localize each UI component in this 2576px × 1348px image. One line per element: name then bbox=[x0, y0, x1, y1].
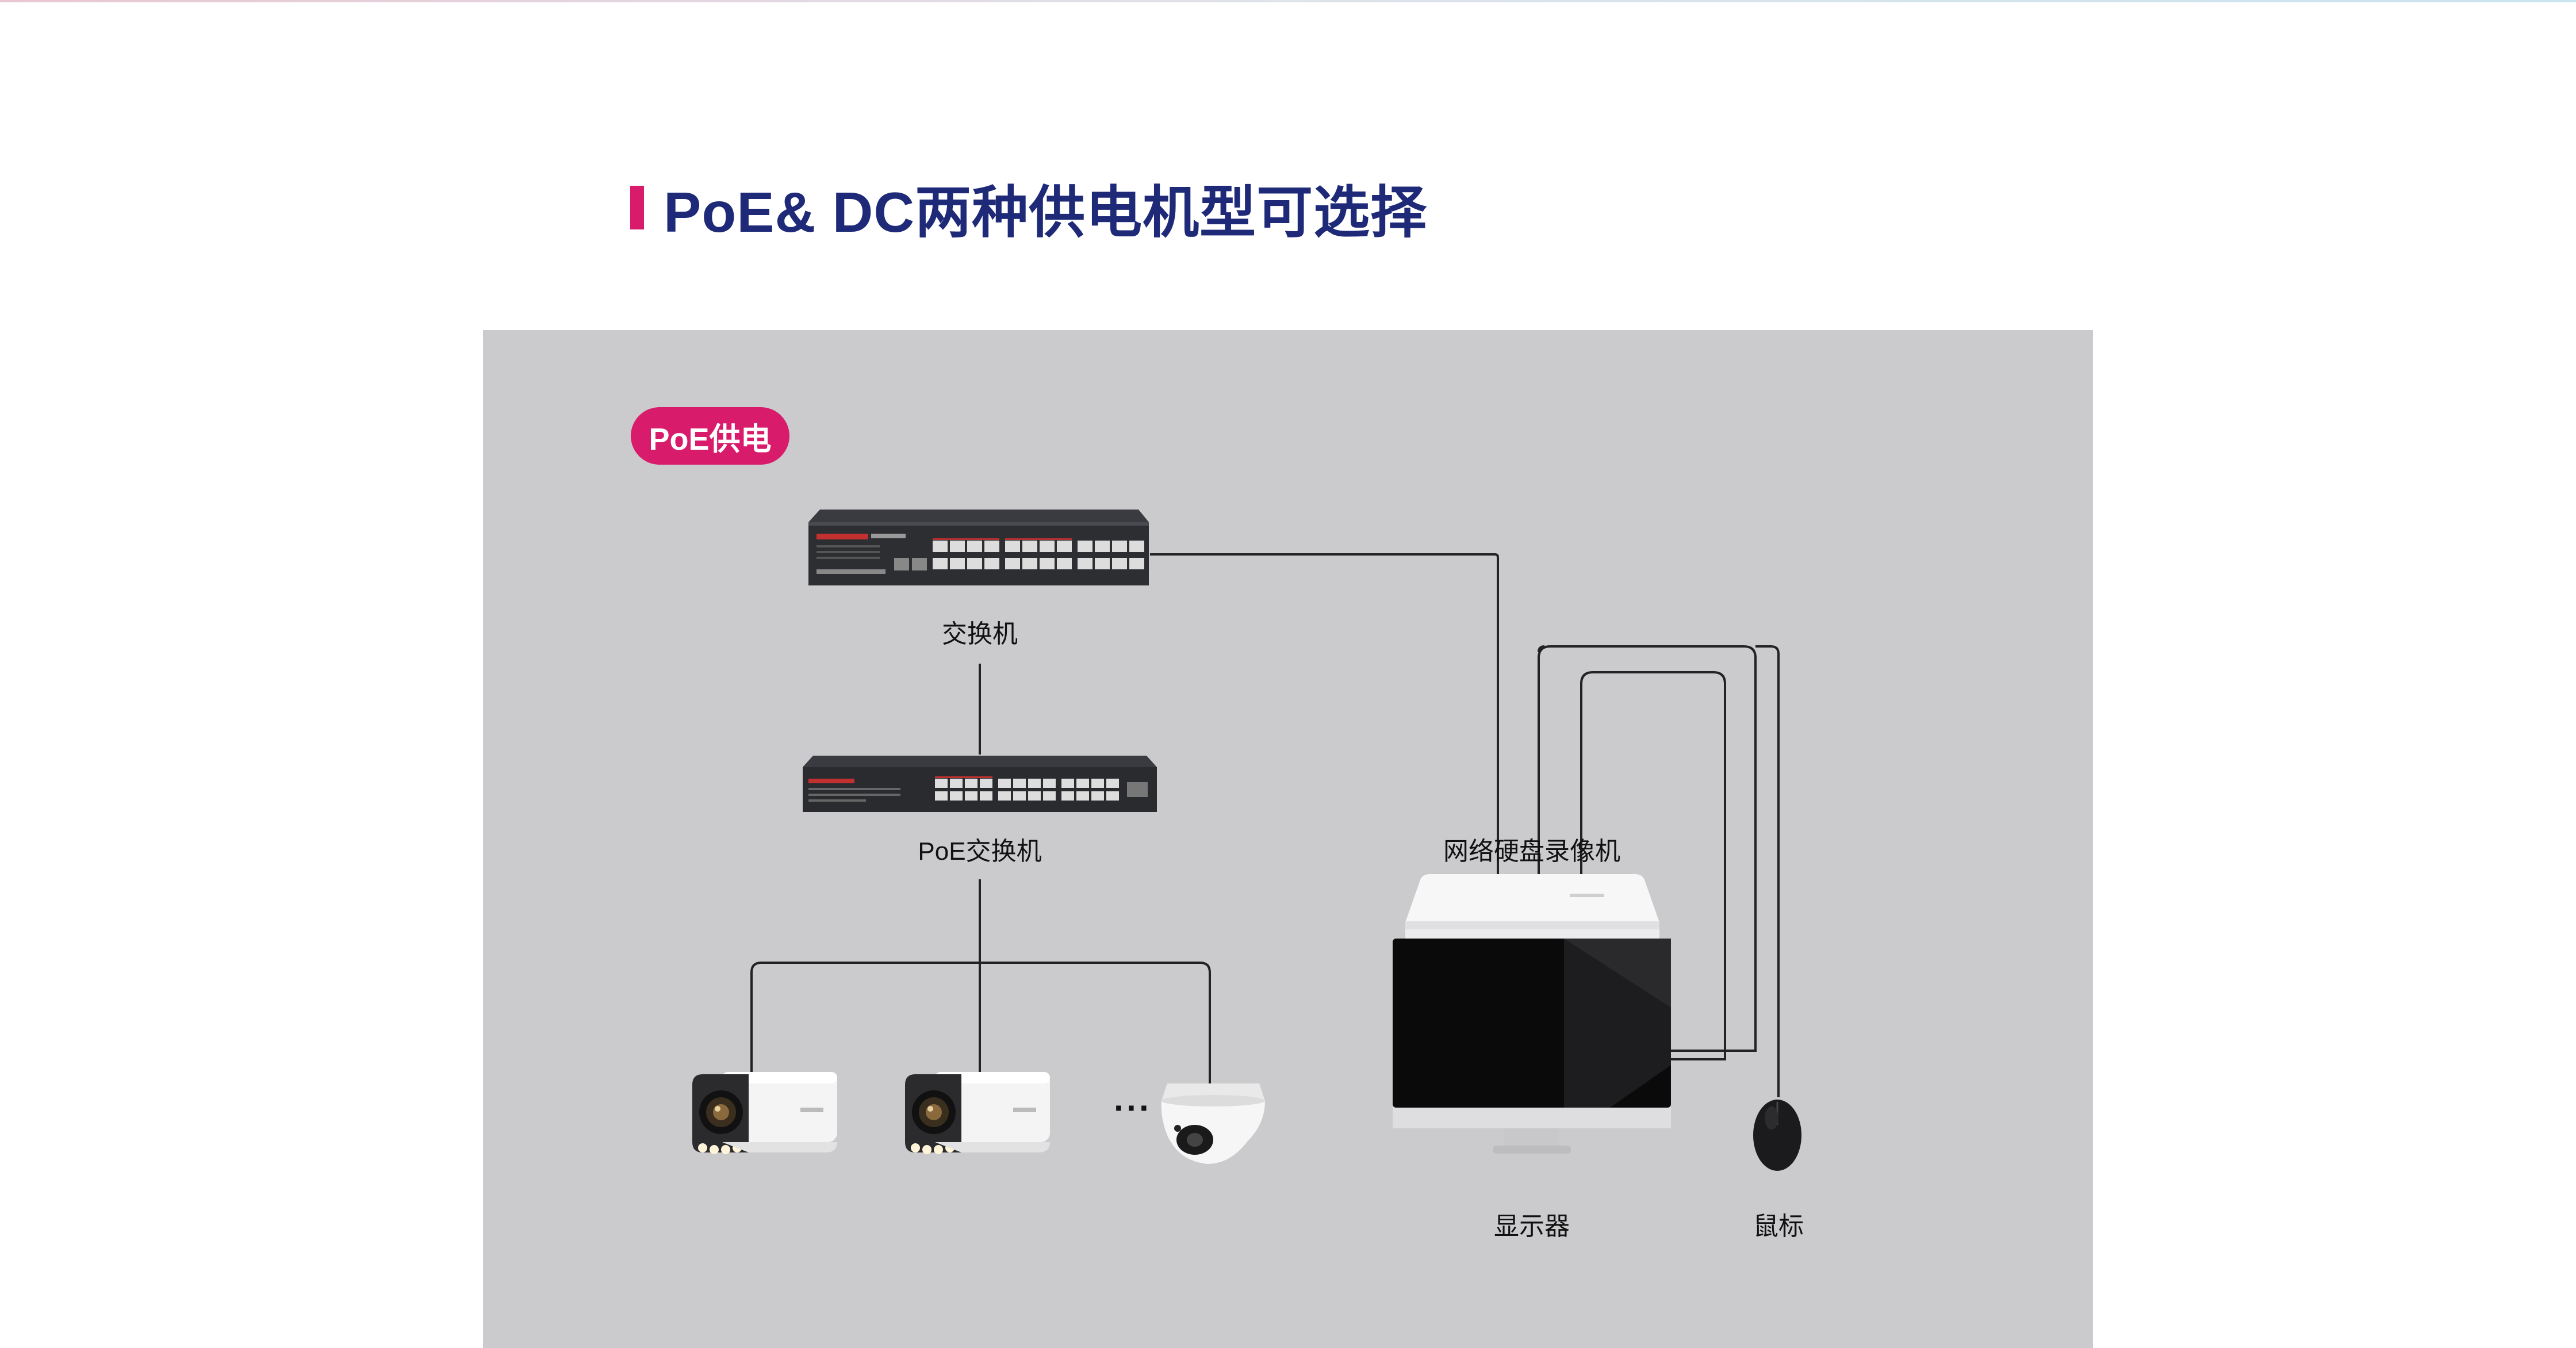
wire-nvr-monitor-b bbox=[1580, 671, 1726, 1060]
section-heading: PoE& DC两种供电机型可选择 bbox=[630, 170, 1427, 245]
topology-diagram: PoE供电 交换机 bbox=[483, 330, 2093, 1348]
monitor-label: 显示器 bbox=[1494, 1212, 1570, 1240]
poe-power-badge: PoE供电 bbox=[631, 407, 789, 465]
top-divider bbox=[0, 0, 2576, 2]
mouse-label: 鼠标 bbox=[1753, 1212, 1804, 1240]
page-title: PoE& DC两种供电机型可选择 bbox=[664, 181, 1428, 244]
more-devices-ellipsis: ··· bbox=[1114, 1089, 1152, 1127]
wire-switch-nvr bbox=[1150, 553, 1499, 894]
wire-nvr-monitor-a bbox=[1538, 645, 1757, 1052]
switch-label: 交换机 bbox=[942, 620, 1018, 648]
heading-accent-bar bbox=[630, 186, 644, 229]
poe-switch-device bbox=[803, 756, 1157, 812]
mouse-device bbox=[1753, 1100, 1801, 1171]
switch-device bbox=[808, 510, 1149, 585]
bullet-camera-1 bbox=[692, 1072, 837, 1154]
bullet-camera-2 bbox=[905, 1072, 1050, 1154]
monitor-device bbox=[1393, 939, 1671, 1154]
poe-switch-label: PoE交换机 bbox=[918, 837, 1042, 866]
connection-lines bbox=[750, 553, 1780, 1097]
wire-poeswitch-cameras bbox=[750, 962, 1211, 1083]
dome-camera bbox=[1161, 1083, 1265, 1164]
wire-nvr-mouse bbox=[1770, 645, 1780, 1097]
nvr-label: 网络硬盘录像机 bbox=[1443, 837, 1620, 866]
